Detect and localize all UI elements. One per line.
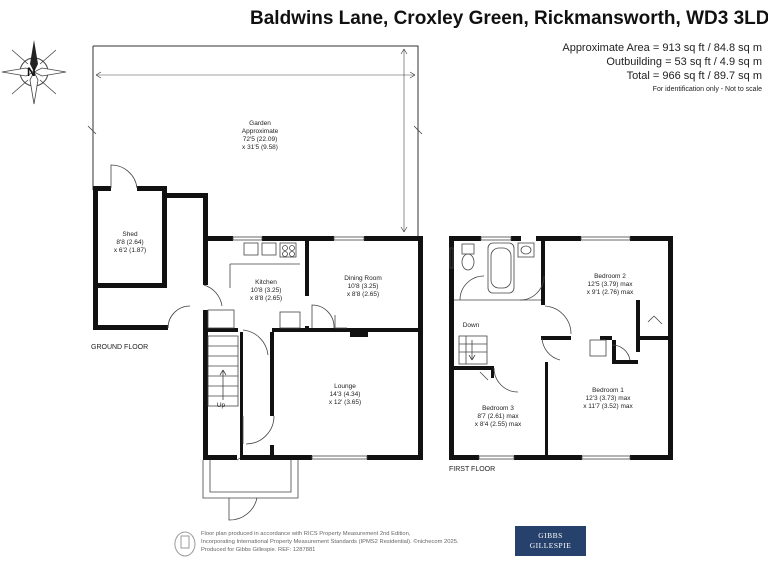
garden-approx: Approximate [241, 128, 279, 135]
dining-room-label: Dining Room 10'8 (3.25) x 8'8 (2.65) [318, 275, 408, 299]
first-floor-walls [449, 236, 673, 460]
shed-name: Shed [122, 231, 138, 238]
garden-label: Garden Approximate 72'5 (22.09) x 31'5 (… [200, 120, 320, 152]
bedroom-2-label: Bedroom 2 12'5 (3.79) max x 9'1 (2.76) m… [560, 273, 660, 297]
identification-note: For identification only - Not to scale [652, 86, 762, 93]
bedroom-1-width: x 11'7 (3.52) max [583, 403, 633, 410]
bedroom-3-name: Bedroom 3 [482, 405, 514, 412]
dining-room-width: x 8'8 (2.65) [346, 291, 380, 298]
kitchen-name: Kitchen [255, 279, 277, 286]
lounge-label: Lounge 14'3 (4.34) x 12' (3.65) [305, 383, 385, 407]
ground-floor-walls [93, 186, 423, 460]
bedroom-3-label: Bedroom 3 8'7 (2.61) max x 8'4 (2.55) ma… [458, 405, 538, 429]
garden-name: Garden [249, 120, 271, 127]
outbuilding-area: Outbuilding = 53 sq ft / 4.9 sq m [606, 56, 762, 68]
dining-room-length: 10'8 (3.25) [347, 283, 379, 290]
total-area: Total = 966 sq ft / 89.7 sq m [626, 70, 762, 82]
kitchen-length: 10'8 (3.25) [250, 287, 282, 294]
shed-label: Shed 8'8 (2.64) x 6'2 (1.87) [98, 231, 162, 255]
first-floor-label: FIRST FLOOR [449, 466, 496, 473]
stairs-down-label: Down [462, 322, 480, 329]
bedroom-2-name: Bedroom 2 [594, 273, 626, 280]
ground-floor-details [110, 164, 368, 521]
lounge-width: x 12' (3.65) [328, 399, 362, 406]
ground-floor-label: GROUND FLOOR [91, 344, 149, 351]
compass-icon [1, 40, 67, 105]
first-floor-details [449, 236, 663, 460]
bedroom-1-name: Bedroom 1 [592, 387, 624, 394]
bedroom-2-length: 12'5 (3.79) max [587, 281, 633, 288]
logo-line-2: GILLESPIE [529, 541, 572, 550]
compass-north-label: N [27, 65, 36, 79]
garden-width: x 31'5 (9.58) [242, 144, 278, 151]
stairs-up-label: Up [216, 402, 226, 409]
property-address-title: Baldwins Lane, Croxley Green, Rickmanswo… [250, 8, 768, 29]
footer-line-3: Produced for Gibbs Gillespie. REF: 12878… [201, 547, 316, 553]
dining-room-name: Dining Room [344, 275, 382, 282]
footer-line-2: Incorporating International Property Mea… [201, 539, 459, 545]
bedroom-1-label: Bedroom 1 12'3 (3.73) max x 11'7 (3.52) … [558, 387, 658, 411]
logo-line-1: GIBBS [538, 531, 563, 540]
garden-outline [87, 45, 423, 236]
bedroom-3-length: 8'7 (2.61) max [477, 413, 519, 420]
kitchen-width: x 8'8 (2.65) [249, 295, 283, 302]
kitchen-label: Kitchen 10'8 (3.25) x 8'8 (2.65) [226, 279, 306, 303]
shed-length: 8'8 (2.64) [116, 239, 144, 246]
rics-badge-icon [174, 531, 196, 557]
gibbs-gillespie-logo: GIBBS GILLESPIE [515, 526, 586, 556]
bedroom-1-length: 12'3 (3.73) max [585, 395, 631, 402]
footer-disclaimer: Floor plan produced in accordance with R… [201, 530, 521, 554]
shed-width: x 6'2 (1.87) [113, 247, 147, 254]
lounge-name: Lounge [334, 383, 356, 390]
garden-length: 72'5 (22.09) [242, 136, 278, 143]
lounge-length: 14'3 (4.34) [329, 391, 361, 398]
approximate-area: Approximate Area = 913 sq ft / 84.8 sq m [562, 42, 762, 54]
footer-line-1: Floor plan produced in accordance with R… [201, 531, 411, 537]
bedroom-2-width: x 9'1 (2.76) max [586, 289, 634, 296]
bedroom-3-width: x 8'4 (2.55) max [474, 421, 522, 428]
